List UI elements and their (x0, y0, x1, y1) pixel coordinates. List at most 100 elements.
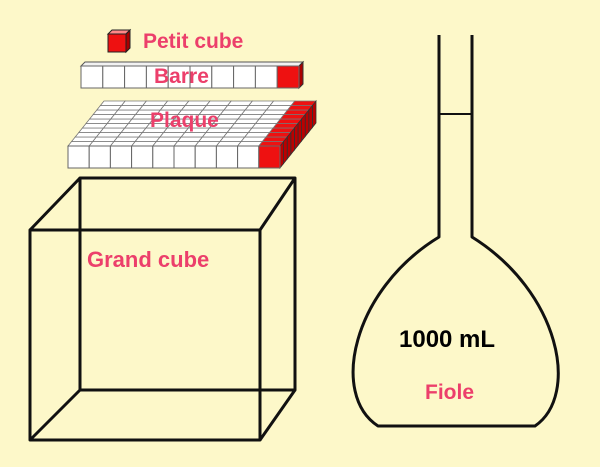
plaque-top-cell (74, 132, 101, 138)
plaque-front-cube (152, 145, 175, 169)
plaque-top-cell (237, 114, 264, 120)
plaque-top-cell (155, 136, 183, 142)
plaque-top-cell (226, 100, 254, 106)
plaque-top-cell (120, 100, 148, 106)
plaque-top-cell (215, 141, 243, 147)
plaque-top-cell (137, 132, 165, 138)
plaque-top-cell (269, 100, 296, 106)
plaque-top-cell (109, 141, 137, 147)
plaque-top-cell (279, 114, 307, 120)
plaque-top-cell (67, 141, 94, 147)
plaque-top-cell (70, 136, 98, 142)
plaque-top-cell (95, 105, 123, 111)
plaque-front-cube (88, 145, 111, 169)
plaque-top-cell (194, 141, 221, 147)
plaque-top-cell (275, 118, 303, 124)
volume-label: 1000 mL (399, 326, 496, 353)
plaque-top-cell (184, 100, 211, 106)
plaque-top-cell (283, 109, 310, 115)
plaque-top-cell (240, 136, 267, 142)
plaque-top-cell (244, 105, 271, 111)
plaque-front-cube (173, 145, 196, 169)
plaque-front-cube (194, 145, 217, 169)
plaque-top-cell (222, 132, 250, 138)
barre-unit-cube (211, 65, 235, 89)
plaque-top-cell (113, 136, 140, 142)
plaque-top-cell (219, 109, 247, 115)
plaque-top-cell (88, 114, 116, 120)
plaque-top-cell (99, 100, 127, 106)
plaque-top-cell (77, 127, 105, 133)
plaque-top-cell (261, 136, 289, 142)
plaque-top-cell (243, 132, 271, 138)
plaque-top-cell (265, 132, 292, 138)
plaque-top-cell (205, 100, 233, 106)
plaque-top-cell (102, 123, 130, 129)
barre-label: Barre (154, 65, 209, 88)
petit-cube (106, 28, 132, 54)
plaque-top-cell (173, 141, 200, 147)
plaque-top-cell (254, 118, 282, 124)
plaque-top-cell (116, 132, 144, 138)
plaque-top-cell (141, 100, 169, 106)
plaque-top-cell (286, 105, 314, 111)
barre-unit-cube (124, 65, 147, 89)
plaque-top-cell (159, 132, 186, 138)
plaque-top-cell (251, 123, 278, 129)
barre-unit-cube (80, 65, 104, 89)
plaque-top-cell (130, 141, 158, 147)
plaque-front-cube (109, 145, 133, 169)
plaque-top-cell (290, 100, 317, 106)
plaque-top-cell (272, 123, 299, 129)
plaque-top-cell (120, 127, 147, 133)
plaque-top-cell (257, 141, 285, 147)
plaque-top-cell (233, 118, 261, 124)
plaque-top-cell (219, 136, 246, 142)
plaque-top-cell (113, 109, 141, 115)
plaque-top-cell (268, 127, 296, 133)
plaque-front-cube (131, 145, 154, 169)
plaque-top-cell (240, 109, 268, 115)
plaque-top-cell (91, 136, 119, 142)
plaque-front-cube (215, 145, 239, 169)
plaque-top-cell (226, 127, 253, 133)
plaque-top-cell (99, 127, 126, 133)
plaque-top-cell (123, 123, 151, 129)
plaque-top-cell (258, 114, 285, 120)
plaque-top-cell (247, 100, 275, 106)
fiole (351, 35, 560, 428)
plaque-top-cell (117, 105, 144, 111)
plaque-front-cube (258, 145, 281, 169)
plaque-top-cell (151, 141, 179, 147)
plaque-top-cell (85, 118, 112, 124)
barre-unit-cube (254, 65, 278, 89)
plaque-top-cell (163, 100, 190, 106)
plaque-top-cell (109, 114, 137, 120)
plaque-top-cell (106, 118, 133, 124)
grand-cube (28, 176, 297, 442)
plaque-top-cell (88, 141, 115, 147)
barre-unit-cube (233, 65, 256, 89)
plaque-top-cell (265, 105, 293, 111)
plaque-top-cell (215, 114, 243, 120)
grand-cube-label: Grand cube (87, 247, 210, 272)
plaque-top-cell (95, 132, 123, 138)
plaque-top-cell (201, 132, 229, 138)
plaque-top-cell (176, 136, 204, 142)
plaque-front-cube (237, 145, 260, 169)
barre-unit-cube (102, 65, 126, 89)
barre (79, 60, 305, 90)
plaque-top-cell (261, 109, 289, 115)
plaque-top-cell (180, 132, 207, 138)
fiole-label: Fiole (425, 381, 475, 404)
plaque (67, 99, 317, 170)
plaque-label: Plaque (150, 109, 219, 132)
barre-unit-cube (276, 65, 300, 89)
plaque-top-cell (197, 136, 225, 142)
plaque-top-cell (134, 136, 161, 142)
plaque-top-cell (223, 105, 250, 111)
petit-cube-label: Petit cube (143, 30, 244, 53)
plaque-top-cell (247, 127, 275, 133)
